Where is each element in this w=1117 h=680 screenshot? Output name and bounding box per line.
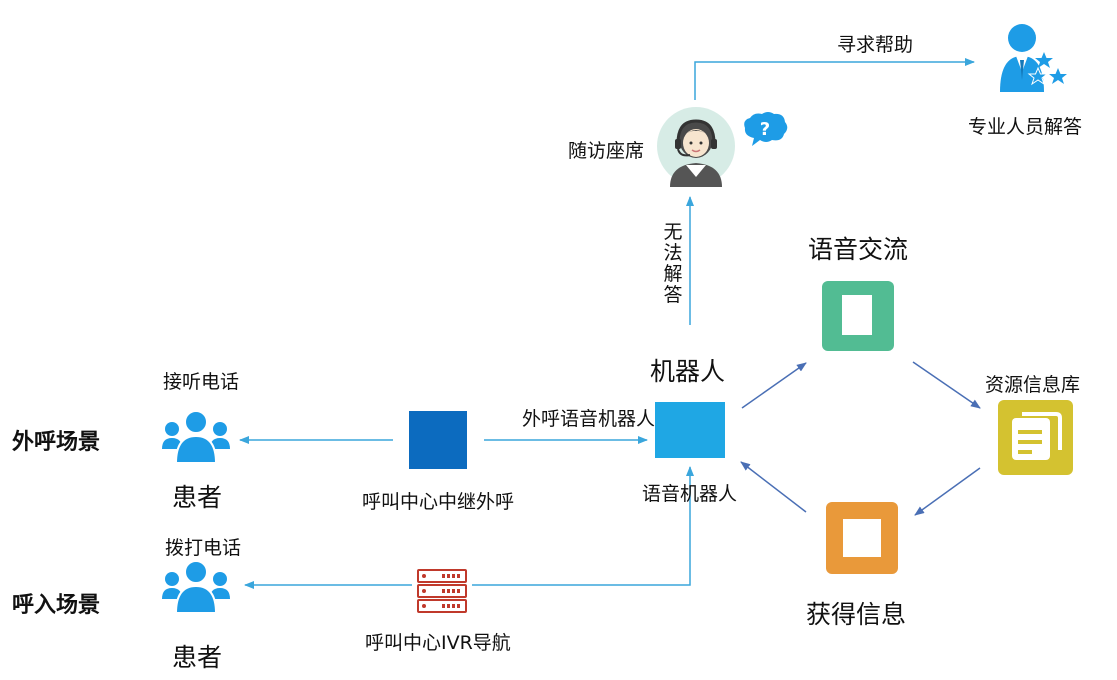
server-rack-icon (416, 568, 468, 618)
arrow-info-to-robot (740, 461, 807, 513)
patient-outbound-action: 接听电话 (163, 371, 240, 393)
unable-to-answer-label: 无 法 解 答 (662, 222, 684, 306)
patient-inbound-action: 拨打电话 (165, 537, 242, 559)
patients-group-icon (160, 555, 232, 623)
info-acquire-icon (826, 502, 898, 574)
ivr-label: 呼叫中心IVR导航 (365, 632, 511, 654)
scene-outbound-label: 外呼场景 (12, 430, 101, 455)
scene-inbound-label: 呼入场景 (12, 593, 101, 618)
robot-square-icon (655, 402, 725, 458)
robot-label: 语音机器人 (642, 483, 738, 505)
unable-char: 答 (663, 284, 683, 306)
voice-label: 语音交流 (808, 235, 909, 264)
relay-label: 呼叫中心中继外呼 (362, 491, 515, 513)
library-label: 资源信息库 (985, 374, 1081, 396)
patient-outbound-label: 患者 (172, 483, 223, 512)
question-bubble-icon: ? (740, 110, 790, 154)
robot-title: 机器人 (650, 357, 726, 386)
arrow-voice-to-library (912, 361, 981, 409)
unable-char: 法 (663, 242, 683, 264)
relay-square-icon (409, 411, 467, 469)
arrow-agent-to-expert (694, 58, 975, 100)
arrow-ivr-to-robot (472, 466, 694, 586)
unable-char: 解 (663, 263, 683, 285)
headset-agent-icon (656, 105, 736, 191)
expert-stars-icon (996, 20, 1070, 98)
outbound-robot-arrow-label: 外呼语音机器人 (522, 408, 656, 430)
voice-exchange-icon (822, 281, 894, 351)
expert-label: 专业人员解答 (968, 116, 1083, 138)
arrow-robot-to-voice (741, 362, 807, 409)
patients-group-icon (160, 405, 232, 473)
agent-label: 随访座席 (568, 140, 645, 162)
svg-text:?: ? (760, 119, 770, 140)
resource-library-icon (998, 400, 1073, 475)
patient-inbound-label: 患者 (172, 643, 223, 672)
unable-char: 无 (663, 221, 683, 243)
info-label: 获得信息 (806, 600, 907, 629)
help-arrow-label: 寻求帮助 (837, 34, 914, 56)
arrow-library-to-info (914, 467, 981, 516)
